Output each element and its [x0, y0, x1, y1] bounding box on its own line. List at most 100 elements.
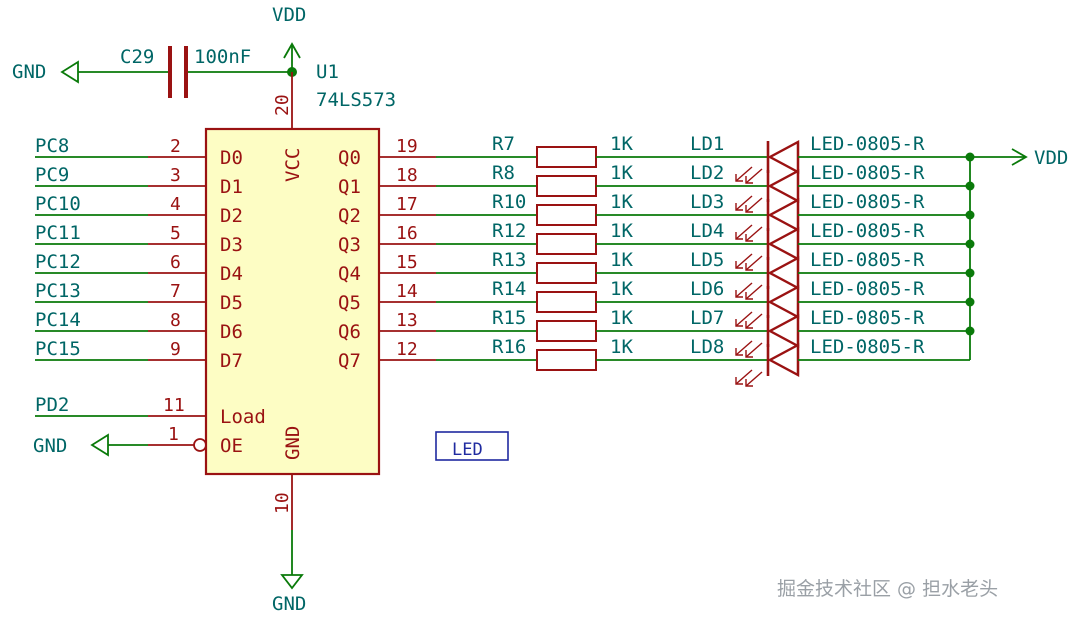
output-pin-number: 19 [396, 136, 418, 157]
led-emit-arrow [735, 340, 753, 356]
resistor-body [536, 349, 597, 371]
output-pin-number: 18 [396, 165, 418, 186]
input-pin-label: D2 [220, 205, 243, 227]
led-triangle [767, 139, 800, 175]
led-emit-arrow [745, 197, 763, 213]
resistor-value: 1K [610, 336, 633, 358]
led-emit-arrowhead [735, 232, 743, 240]
load-pin: PD2 11 Load [35, 394, 266, 428]
output-pin-label: Q4 [338, 263, 361, 285]
vdd-top-label: VDD [272, 4, 306, 26]
resistor-value: 1K [610, 249, 633, 271]
resistor-value: 1K [610, 278, 633, 300]
led-emit-arrow [745, 371, 763, 387]
input-net-label: PC14 [35, 309, 81, 331]
output-pin-label: Q0 [338, 147, 361, 169]
output-pin-number: 16 [396, 223, 418, 244]
led-emit-arrowhead [735, 261, 743, 269]
led-emit-arrowhead [735, 174, 743, 182]
input-pin-label: D5 [220, 292, 243, 314]
gnd-pin-label: GND [282, 426, 304, 460]
led-emit-arrowhead [735, 348, 743, 356]
led-part: LED-0805-R [810, 162, 925, 184]
resistor-body [536, 262, 597, 284]
resistor-value: 1K [610, 191, 633, 213]
resistor-body [536, 204, 597, 226]
resistor-value: 1K [610, 307, 633, 329]
output-pin-label: Q6 [338, 321, 361, 343]
led-emit-arrowhead [745, 263, 753, 271]
rail-junction-dot [965, 268, 975, 278]
gnd-bottom-label: GND [272, 593, 306, 615]
load-pin-number: 11 [163, 395, 185, 416]
input-net-label: PC9 [35, 164, 69, 186]
led-emit-arrow [745, 226, 763, 242]
vcc-pin-label: VCC [282, 148, 304, 182]
capacitor-c29: C29 100nF [78, 46, 297, 98]
oe-pin-label: OE [220, 435, 243, 457]
output-pin-number: 15 [396, 252, 418, 273]
led-triangle [767, 255, 800, 291]
led-triangle [767, 197, 800, 233]
led-triangle [767, 342, 800, 378]
input-pin-number: 8 [170, 310, 181, 331]
led-emit-arrow [735, 282, 753, 298]
input-pin-label: D7 [220, 350, 243, 372]
output-pin-label: Q7 [338, 350, 361, 372]
input-net-label: PC11 [35, 222, 81, 244]
rail-junction-dot [965, 152, 975, 162]
input-pin-label: D1 [220, 176, 243, 198]
input-pin-number: 2 [170, 136, 181, 157]
gnd-oe-label: GND [33, 435, 67, 457]
capacitor-value: 100nF [194, 46, 251, 68]
input-pin-number: 4 [170, 194, 181, 215]
oe-inversion-bubble [193, 438, 207, 452]
led-emit-arrow [735, 166, 753, 182]
vcc-pin-number: 20 [272, 94, 293, 116]
led-emit-arrowhead [745, 234, 753, 242]
input-pin-number: 3 [170, 165, 181, 186]
led-part: LED-0805-R [810, 191, 925, 213]
rail-junction-dot [965, 210, 975, 220]
resistor-ref: R14 [492, 278, 526, 300]
chip-part: 74LS573 [316, 89, 396, 111]
resistor-body [536, 291, 597, 313]
gnd-cap-label: GND [12, 61, 46, 83]
input-pin-label: D6 [220, 321, 243, 343]
input-pin-number: 9 [170, 339, 181, 360]
led-triangle [767, 226, 800, 262]
output-pin-number: 13 [396, 310, 418, 331]
input-pin-label: D4 [220, 263, 243, 285]
led-triangle [767, 168, 800, 204]
led-emit-arrow [745, 284, 763, 300]
input-net-label: PC10 [35, 193, 81, 215]
resistor-body [536, 175, 597, 197]
led-part: LED-0805-R [810, 249, 925, 271]
led-part: LED-0805-R [810, 220, 925, 242]
led-emit-arrowhead [745, 205, 753, 213]
resistor-body [536, 146, 597, 168]
output-pin-label: Q1 [338, 176, 361, 198]
gnd-pin-number: 10 [272, 492, 293, 514]
resistor-value: 1K [610, 162, 633, 184]
resistor-ref: R8 [492, 162, 515, 184]
input-net-label: PC13 [35, 280, 81, 302]
led-ref: LD5 [690, 249, 724, 271]
led-emit-arrow [735, 253, 753, 269]
led-emit-arrowhead [745, 176, 753, 184]
resistor-ref: R13 [492, 249, 526, 271]
led-emit-arrow [735, 224, 753, 240]
sheet-label-led: LED [435, 431, 509, 461]
oe-pin: 1 OE GND [33, 424, 243, 457]
led-emit-arrow [745, 168, 763, 184]
led-emit-arrow [735, 369, 753, 385]
chip-ref: U1 [316, 61, 339, 83]
input-net-label: PC12 [35, 251, 81, 273]
input-net-label: PC8 [35, 135, 69, 157]
output-pin-number: 17 [396, 194, 418, 215]
led-emit-arrow [745, 255, 763, 271]
led-emit-arrow [745, 313, 763, 329]
capacitor-ref: C29 [120, 46, 154, 68]
